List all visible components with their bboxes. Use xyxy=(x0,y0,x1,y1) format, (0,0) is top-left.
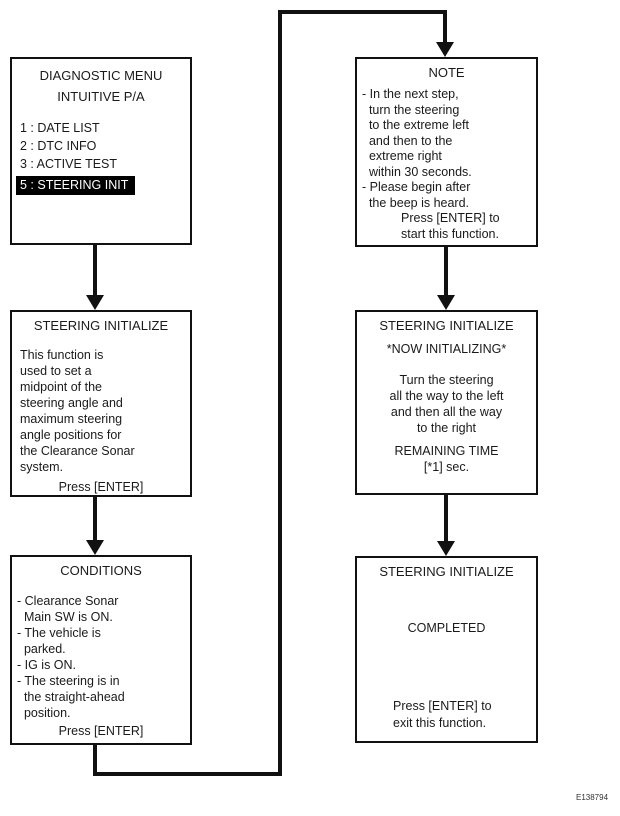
screen-now-initializing: STEERING INITIALIZE *NOW INITIALIZING* T… xyxy=(355,310,538,495)
arrow-now-to-completed-shaft xyxy=(444,495,448,543)
steering-initialize-info-title: STEERING INITIALIZE xyxy=(33,318,169,333)
arrow-down-icon xyxy=(86,540,104,555)
note-title: NOTE xyxy=(428,65,465,80)
completed-title: STEERING INITIALIZE xyxy=(379,564,514,579)
conditions-action: Press [ENTER] xyxy=(58,724,144,738)
screen-conditions: CONDITIONS - Clearance Sonar Main SW is … xyxy=(10,555,192,745)
connector-bottom-horizontal-line xyxy=(93,772,282,776)
arrow-down-icon xyxy=(437,541,455,556)
figure-code: E138794 xyxy=(576,793,609,802)
completed-status: COMPLETED xyxy=(407,621,486,635)
diagnostic-menu-title: DIAGNOSTIC MENU INTUITIVE P/A xyxy=(39,68,163,104)
connector-top-drop-line xyxy=(443,14,447,44)
steering-initialize-info-action: Press [ENTER] xyxy=(58,480,144,494)
arrow-menu-to-init-shaft xyxy=(93,245,97,297)
selected-menu-item: 5 : STEERING INIT xyxy=(16,176,136,195)
arrow-down-icon xyxy=(436,42,454,57)
now-initializing-instructions: Turn the steering all the way to the lef… xyxy=(389,373,504,435)
note-list: - In the next step, turn the steering to… xyxy=(362,87,472,210)
connector-bottom-drop-line xyxy=(93,745,97,776)
arrow-down-icon xyxy=(86,295,104,310)
selected-menu-item-row: 5 : STEERING INIT xyxy=(16,176,190,195)
now-initializing-title: STEERING INITIALIZE xyxy=(379,318,514,333)
arrow-note-to-now-shaft xyxy=(444,247,448,297)
connector-top-horizontal-line xyxy=(278,10,447,14)
screen-completed: STEERING INITIALIZE COMPLETED Press [ENT… xyxy=(355,556,538,743)
arrow-down-icon xyxy=(437,295,455,310)
conditions-list: - Clearance Sonar Main SW is ON. - The v… xyxy=(17,594,125,720)
screen-diagnostic-menu: DIAGNOSTIC MENU INTUITIVE P/A 1 : DATE L… xyxy=(10,57,192,245)
steering-initialize-info-body: This function is used to set a midpoint … xyxy=(20,348,135,474)
now-initializing-status: *NOW INITIALIZING* xyxy=(386,342,507,356)
arrow-init-to-conditions-shaft xyxy=(93,497,97,542)
completed-action: Press [ENTER] to exit this function. xyxy=(393,699,492,730)
diagnostic-menu-items: 1 : DATE LIST 2 : DTC INFO 3 : ACTIVE TE… xyxy=(20,121,118,171)
screen-steering-initialize-info: STEERING INITIALIZE This function is use… xyxy=(10,310,192,497)
screen-note: NOTE - In the next step, turn the steeri… xyxy=(355,57,538,247)
remaining-time-label: REMAINING TIME [*1] sec. xyxy=(394,444,499,474)
conditions-title: CONDITIONS xyxy=(60,563,142,578)
connector-middle-vertical-line xyxy=(278,10,282,776)
note-action: Press [ENTER] to start this function. xyxy=(401,211,500,241)
